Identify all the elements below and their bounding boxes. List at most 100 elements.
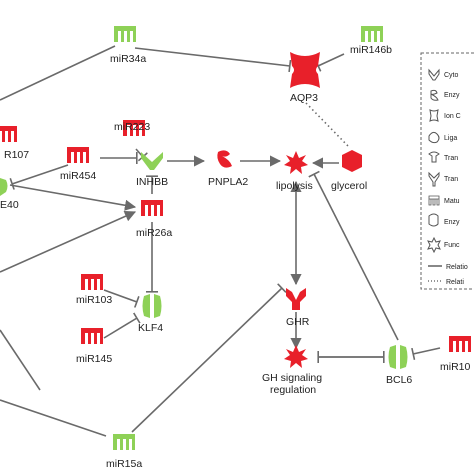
legend-label: Tran (444, 176, 458, 183)
label-ghr: GHR (286, 316, 310, 328)
function-icon (427, 236, 441, 254)
ion-channel-icon (429, 109, 439, 122)
legend-item-enzyme: Enzy (430, 89, 460, 101)
node-mir223[interactable]: miR223 (114, 120, 150, 136)
mirna-icon (141, 200, 163, 216)
chemical-icon (342, 150, 362, 172)
mirna-icon (0, 126, 17, 142)
label-mir103: miR103 (76, 294, 112, 306)
node-mir454[interactable]: miR454 (60, 147, 96, 182)
transcription-regulator-icon (142, 294, 162, 318)
mirna-icon (81, 328, 103, 344)
label-gh-signaling-line1: GH signaling (262, 372, 322, 384)
mirna-icon (67, 147, 89, 163)
growth-factor-icon (141, 152, 163, 170)
node-mir10x[interactable]: miR10 (440, 336, 471, 373)
label-mir223: miR223 (114, 121, 150, 133)
label-glycerol: glycerol (331, 180, 367, 192)
legend-label: Cyto (444, 72, 459, 79)
legend-label: Enzy (444, 219, 460, 226)
enzyme-icon (428, 213, 439, 227)
node-mir107[interactable]: R107 (0, 126, 29, 161)
label-bcl6: BCL6 (386, 374, 412, 386)
edges (0, 45, 441, 437)
mirna-icon (449, 336, 471, 352)
label-mir107: R107 (4, 149, 29, 161)
label-mir145: miR145 (76, 353, 112, 365)
node-mir146b[interactable]: miR146b (350, 26, 392, 56)
node-glycerol[interactable]: glycerol (331, 150, 367, 192)
label-mir454: miR454 (60, 170, 96, 182)
node-mir26a[interactable]: miR26a (136, 200, 172, 239)
label-e40: E40 (0, 199, 19, 211)
legend-label: Liga (444, 135, 457, 142)
transmembrane-receptor-icon (428, 151, 440, 163)
legend-item-transmembrane: Tran (428, 151, 458, 163)
node-e40[interactable]: E40 (0, 178, 19, 211)
edge-mir454-e40 (9, 164, 69, 190)
legend-item-cytokine: Cyto (428, 68, 459, 81)
label-aqp3: AQP3 (290, 92, 318, 104)
legend-label: Matu (444, 198, 460, 205)
node-mir103[interactable]: miR103 (76, 274, 112, 306)
node-mir145[interactable]: miR145 (76, 328, 112, 365)
receptor-icon (286, 288, 306, 310)
node-mir34a[interactable]: miR34a (110, 26, 146, 65)
legend-label: Enzy (444, 92, 460, 99)
label-mir26a: miR26a (136, 227, 172, 239)
transporter-icon (428, 171, 440, 187)
mirna-icon (428, 195, 440, 206)
mirna-icon (81, 274, 103, 290)
node-pnpla2[interactable]: PNPLA2 (208, 150, 248, 188)
function-icon (284, 151, 308, 174)
legend-item-ligand: Liga (428, 131, 457, 144)
label-lipolysis: lipolysis (276, 180, 313, 192)
label-mir10x: miR10 (440, 361, 471, 373)
node-inhbb[interactable]: INHBB (136, 152, 168, 188)
cytokine-icon (428, 68, 440, 81)
function-icon (284, 345, 308, 368)
legend-item-ion-channel: Ion C (429, 109, 461, 122)
mirna-icon (361, 26, 383, 42)
node-gh-signaling[interactable]: GH signaling regulation (262, 345, 322, 396)
label-klf4: KLF4 (138, 322, 163, 334)
edge-mir34a-aqp3 (134, 47, 292, 73)
node-ghr[interactable]: GHR (286, 288, 310, 328)
legend-label: Ion C (444, 113, 461, 120)
legend-item-enzyme-2: Enzy (428, 213, 460, 227)
ion-channel-icon (290, 52, 320, 88)
mirna-icon (113, 434, 135, 450)
edge-mir146b-aqp3 (314, 53, 345, 72)
legend-item-transporter: Tran (428, 171, 458, 187)
legend-item-relation-solid: Relatio (428, 264, 468, 271)
legend-label: Relati (446, 279, 464, 286)
transcription-regulator-icon (388, 345, 408, 369)
edge-left-curve (0, 329, 41, 391)
legend-border (420, 52, 474, 290)
mirna-icon (114, 26, 136, 42)
transcription-regulator-icon (0, 178, 8, 196)
node-lipolysis[interactable]: lipolysis (276, 151, 313, 192)
ligand-icon (428, 131, 440, 144)
enzyme-icon (217, 150, 232, 168)
enzyme-icon (430, 89, 439, 101)
edge-mir34a-left (0, 45, 116, 101)
edge-mir10x-bcl6 (411, 347, 441, 360)
legend-item-function: Func (427, 236, 460, 254)
edge-mir107-mir26a (9, 184, 137, 211)
label-inhbb: INHBB (136, 176, 168, 188)
edge-mir15a-ghr (131, 283, 287, 433)
edge-mir15a-left (0, 399, 107, 437)
node-klf4[interactable]: KLF4 (138, 294, 163, 334)
label-mir146b: miR146b (350, 44, 392, 56)
edge-left-mir26a (0, 210, 137, 273)
edge-mir145-klf4 (103, 312, 141, 339)
node-aqp3[interactable]: AQP3 (290, 52, 320, 104)
edge-aqp3-glycerol (305, 102, 349, 147)
node-mir15a[interactable]: miR15a (106, 434, 142, 470)
node-bcl6[interactable]: BCL6 (386, 345, 412, 386)
edge-bcl6-lipolysis (308, 170, 399, 341)
legend-label: Func (444, 242, 460, 249)
label-mir34a: miR34a (110, 53, 146, 65)
